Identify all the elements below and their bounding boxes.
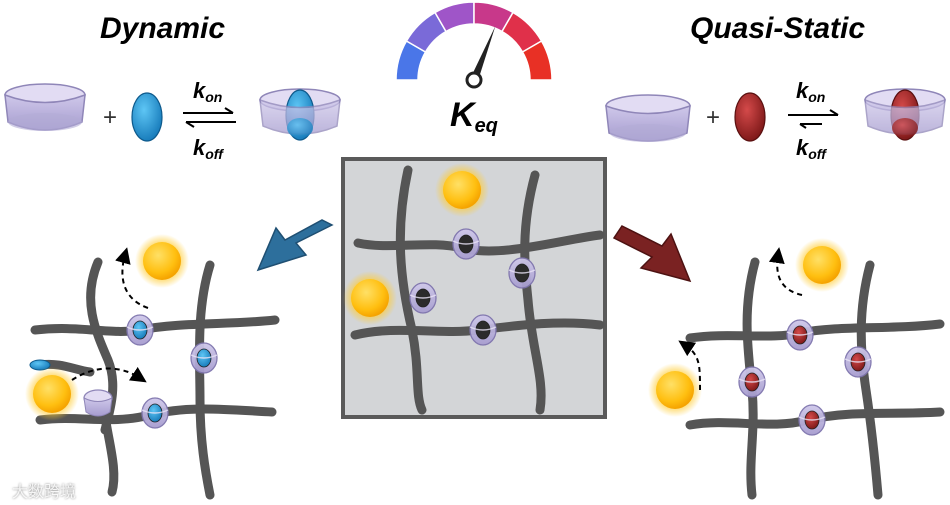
host-ring <box>844 346 872 378</box>
gauge-segment <box>521 39 553 81</box>
quasi-static-equilibrium <box>605 88 946 142</box>
arrow-to-dynamic <box>256 219 334 272</box>
k-on-left: kon <box>193 78 223 106</box>
center-rings <box>409 228 536 346</box>
host-ring <box>786 319 814 351</box>
plus-sign-right: + <box>706 104 721 131</box>
dynamic-equilibrium <box>4 83 341 142</box>
host-ring <box>141 397 169 429</box>
keq-label: Keq <box>450 96 498 137</box>
gauge-hub <box>465 71 483 89</box>
host-ring <box>190 342 218 374</box>
gauge-needle <box>470 26 496 82</box>
free-ring-dynamic <box>83 389 113 417</box>
host-ring <box>508 257 536 289</box>
yellow-particle <box>795 238 849 292</box>
k-on-right: kon <box>796 78 826 106</box>
static-particles <box>648 238 849 417</box>
k-off-left: koff <box>193 135 223 163</box>
yellow-particle <box>135 234 189 288</box>
watermark: 大数跨境 <box>12 482 77 501</box>
host-ring <box>798 404 826 436</box>
host-guest-complex-blue <box>259 88 341 141</box>
equilibrium-arrows-right <box>788 109 839 129</box>
dynamic-network <box>25 234 280 500</box>
host-guest-complex-red <box>864 88 946 141</box>
yellow-particle <box>435 163 489 217</box>
yellow-particle <box>648 363 702 417</box>
arrow-to-quasi-static <box>612 225 692 283</box>
static-rings <box>738 319 872 436</box>
host-ring-empty <box>4 83 86 131</box>
title-quasi-static: Quasi-Static <box>690 12 866 45</box>
guest-red <box>734 92 766 142</box>
title-dynamic: Dynamic <box>100 12 226 45</box>
yellow-particle <box>25 367 79 421</box>
dynamic-rings <box>126 314 218 429</box>
equilibrium-arrows <box>183 107 236 128</box>
host-ring <box>738 366 766 398</box>
dynamic-particles <box>25 234 189 421</box>
yellow-particle <box>343 271 397 325</box>
center-network-panel <box>341 157 607 419</box>
guest-blue <box>131 92 163 142</box>
quasi-static-network <box>648 238 945 500</box>
center-particles <box>343 163 489 325</box>
host-ring <box>452 228 480 260</box>
plus-sign-left: + <box>103 104 118 131</box>
host-ring <box>126 314 154 346</box>
k-off-right: koff <box>796 135 826 163</box>
host-ring <box>469 314 497 346</box>
keq-gauge <box>395 1 553 89</box>
host-ring-empty-right <box>605 94 691 142</box>
host-ring <box>409 282 437 314</box>
